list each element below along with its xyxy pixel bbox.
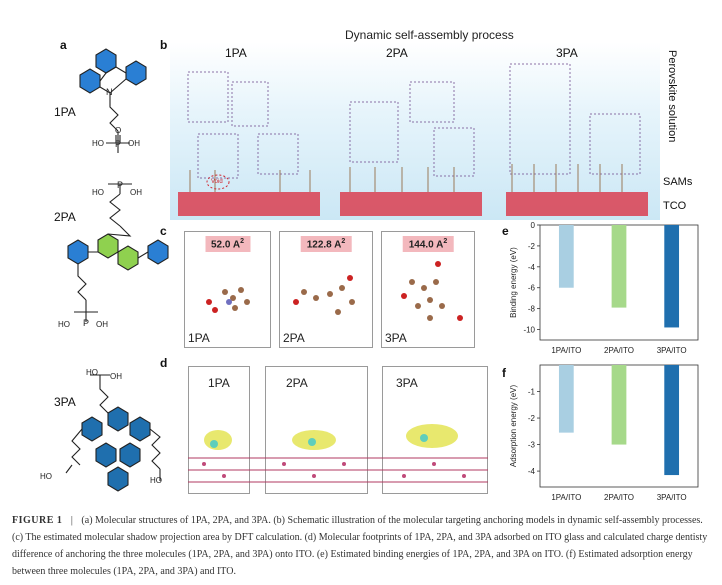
chart-e-ytick-label-3: -6 xyxy=(528,284,536,293)
scheme-illustration xyxy=(178,63,648,216)
chart-f-ylabel: Adsorption energy (eV) xyxy=(509,385,518,468)
chart-e-ytick-label-0: 0 xyxy=(531,221,536,230)
chart-e-category-label-2: 3PA/ITO xyxy=(657,346,687,355)
chart-e-ytick-label-1: -2 xyxy=(528,242,536,251)
charge-label-1pa: 1PA xyxy=(208,376,230,390)
charge-box-2pa xyxy=(265,366,368,494)
chart-f-ytick-label-2: -3 xyxy=(528,441,536,450)
charge-box-1pa xyxy=(188,366,250,494)
ho-3pa-left: HO xyxy=(40,472,52,481)
side-label-tco: TCO xyxy=(663,200,687,212)
oh-1pa: OH xyxy=(128,139,140,148)
scheme-title: Dynamic self-assembly process xyxy=(345,28,514,42)
side-label-sams: SAMs xyxy=(663,176,693,188)
chart-f-ytick-label-3: -4 xyxy=(528,467,536,476)
adsorption-energy-chart: -1 -2 -3 -4 1PA/ITO 2PA/ITO 3PA/ITO Adsorption … xyxy=(509,364,699,502)
p-atom-1pa: P xyxy=(115,139,122,149)
scheme-label-2pa: 2PA xyxy=(386,46,408,60)
panel-e-letter: e xyxy=(502,224,509,238)
oh-3pa-top: OH xyxy=(110,372,122,381)
molecule-render-2pa xyxy=(293,275,355,315)
p-atom-2pa-top: P xyxy=(117,180,124,190)
n-atom-1pa: N xyxy=(106,87,113,97)
molecule-label-2pa: 2PA xyxy=(54,210,76,224)
panel-b-letter: b xyxy=(160,38,168,52)
o-1pa: O xyxy=(115,126,122,135)
molecule-label-3pa: 3PA xyxy=(54,395,76,409)
charge-label-3pa: 3PA xyxy=(396,376,418,390)
caption-text: (a) Molecular structures of 1PA, 2PA, an… xyxy=(12,515,708,577)
ho-2pa-bottom: HO xyxy=(58,320,70,329)
chart-f-category-label-2: 3PA/ITO xyxy=(657,493,687,502)
oh-2pa-bottom: OH xyxy=(96,320,108,329)
area-badge-2pa: 122.8 A2 xyxy=(300,236,352,253)
side-label-perovskite: Perovskite solution xyxy=(666,50,678,143)
footprint-box-3pa: 144.0 A2 3PA xyxy=(381,231,475,348)
charge-label-2pa: 2PA xyxy=(286,376,308,390)
chart-f-bar-2 xyxy=(664,365,680,476)
charge-density-illustration xyxy=(188,424,488,483)
molecule-label-1pa: 1PA xyxy=(54,105,76,119)
caption-separator: | xyxy=(70,515,73,526)
chart-e-ytick-label-2: -4 xyxy=(528,263,536,272)
chart-f-category-label-1: 2PA/ITO xyxy=(604,493,634,502)
molecule-1pa-structure xyxy=(79,48,147,153)
binding-energy-chart: 0 -2 -4 -6 -8 -10 1PA/ITO 2PA/ITO 3PA/ITO Binding… xyxy=(509,221,699,355)
molecule-render-3pa xyxy=(401,261,463,321)
panel-a-letter: a xyxy=(60,38,67,52)
molecule-render-1pa xyxy=(206,287,250,313)
chart-e-bar-0 xyxy=(558,225,574,288)
ho-3pa-right: HO xyxy=(150,476,162,485)
footprint-box-2pa: 122.8 A2 2PA xyxy=(279,231,373,348)
chart-f-category-label-0: 1PA/ITO xyxy=(551,493,581,502)
ho-1pa: HO xyxy=(92,139,104,148)
ho-3pa-top: HO xyxy=(86,368,98,377)
chart-e-category-label-1: 2PA/ITO xyxy=(604,346,634,355)
oh-2pa-top: OH xyxy=(130,188,142,197)
footprint-label-3pa: 3PA xyxy=(385,331,407,345)
chart-e-ytick-label-5: -10 xyxy=(523,326,535,335)
figure-number: FIGURE 1 xyxy=(12,515,63,526)
chart-f-ytick-label-0: -1 xyxy=(528,388,536,397)
ho-2pa-top: HO xyxy=(92,188,104,197)
panel-f-letter: f xyxy=(502,366,506,380)
panel-c-letter: c xyxy=(160,224,167,238)
chart-f-bar-0 xyxy=(558,365,574,433)
chart-e-ylabel: Binding energy (eV) xyxy=(509,247,518,318)
footprint-label-2pa: 2PA xyxy=(283,331,305,345)
chart-f-bar-1 xyxy=(611,365,627,445)
molecule-2pa-structure xyxy=(67,183,169,322)
chart-e-bar-2 xyxy=(664,225,680,328)
chart-f-ytick-label-1: -2 xyxy=(528,414,536,423)
chart-e-bar-1 xyxy=(611,225,627,308)
molecule-3pa-structure xyxy=(65,374,161,492)
area-badge-1pa: 52.0 A2 xyxy=(205,236,250,253)
chart-e-category-label-0: 1PA/ITO xyxy=(551,346,581,355)
figure-caption: FIGURE 1 | (a) Molecular structures of 1… xyxy=(12,512,712,580)
void-label: Void xyxy=(211,179,223,185)
area-badge-3pa: 144.0 A2 xyxy=(402,236,454,253)
footprint-box-1pa: 52.0 A2 1PA xyxy=(184,231,271,348)
scheme-label-3pa: 3PA xyxy=(556,46,578,60)
scheme-label-1pa: 1PA xyxy=(225,46,247,60)
p-atom-2pa-bottom: P xyxy=(83,318,90,328)
footprint-label-1pa: 1PA xyxy=(188,331,210,345)
panel-d-letter: d xyxy=(160,356,168,370)
chart-e-ytick-label-4: -8 xyxy=(528,305,536,314)
